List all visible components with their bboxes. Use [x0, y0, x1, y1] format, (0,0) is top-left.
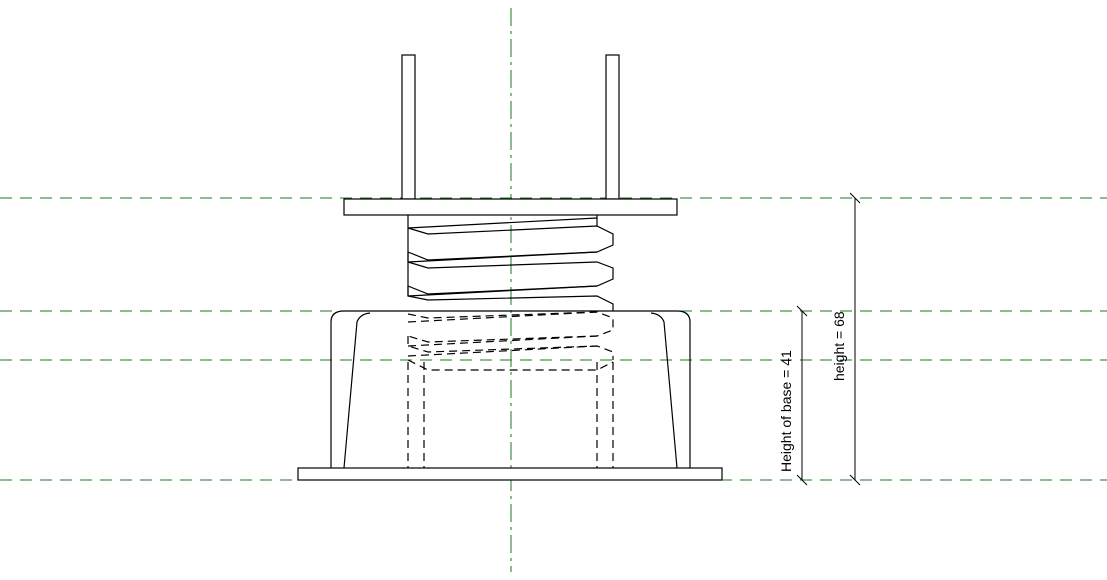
dimension-height-of-base[interactable]: Height of base = 41 [778, 305, 808, 486]
dimension-height[interactable]: height = 68 [831, 192, 861, 486]
hidden-threads [407, 311, 614, 371]
studs [401, 54, 620, 200]
threaded-screw[interactable] [407, 215, 614, 311]
right-stud[interactable] [605, 54, 620, 200]
left-stud[interactable] [401, 54, 416, 200]
reference-planes [0, 8, 1107, 572]
height-of-base-label: Height of base = 41 [778, 350, 794, 472]
top-plate[interactable] [343, 198, 678, 216]
base-plate[interactable] [297, 467, 723, 481]
base-body[interactable] [330, 310, 691, 469]
height-label: height = 68 [831, 311, 847, 381]
hidden-inner-tubes [407, 362, 614, 468]
